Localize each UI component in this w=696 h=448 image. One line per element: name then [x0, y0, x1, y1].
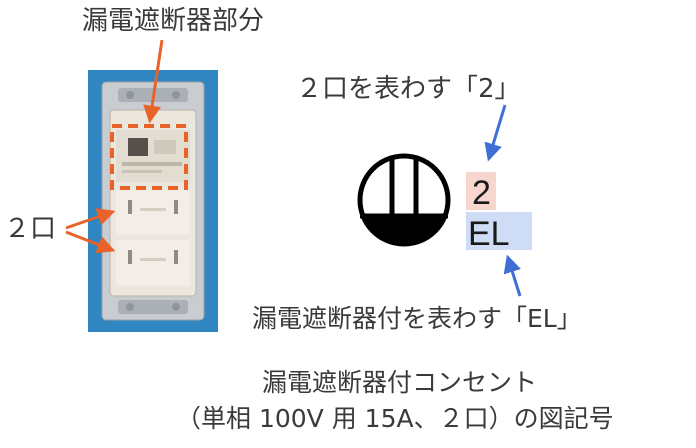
symbol-circle — [357, 153, 451, 247]
title-line-2: （単相 100V 用 15A、２口）の図記号 — [176, 404, 614, 433]
title-line-1: 漏電遮断器付コンセント — [262, 368, 538, 397]
socket-1 — [116, 190, 190, 234]
socket-arrow-upper — [65, 208, 116, 230]
count-caption: ２口を表わす「2」 — [296, 74, 521, 104]
socket-2 — [116, 240, 190, 286]
el-caption: 漏電遮断器付を表わす「EL」 — [252, 304, 582, 333]
breaker-highlight-box — [110, 124, 188, 190]
breaker-arrow — [143, 39, 164, 124]
count-highlight — [466, 172, 496, 210]
socket-arrow-lower — [65, 230, 116, 254]
el-highlight — [466, 212, 532, 250]
breaker-part-label: 漏電遮断器部分 — [82, 6, 265, 36]
symbol-el-text: EL — [468, 215, 510, 253]
symbol-count-text: 2 — [472, 174, 491, 212]
two-outlets-label: ２口 — [4, 214, 57, 244]
outlet-symbol — [357, 153, 451, 247]
el-arrow — [503, 254, 522, 297]
count-arrow — [484, 104, 507, 162]
